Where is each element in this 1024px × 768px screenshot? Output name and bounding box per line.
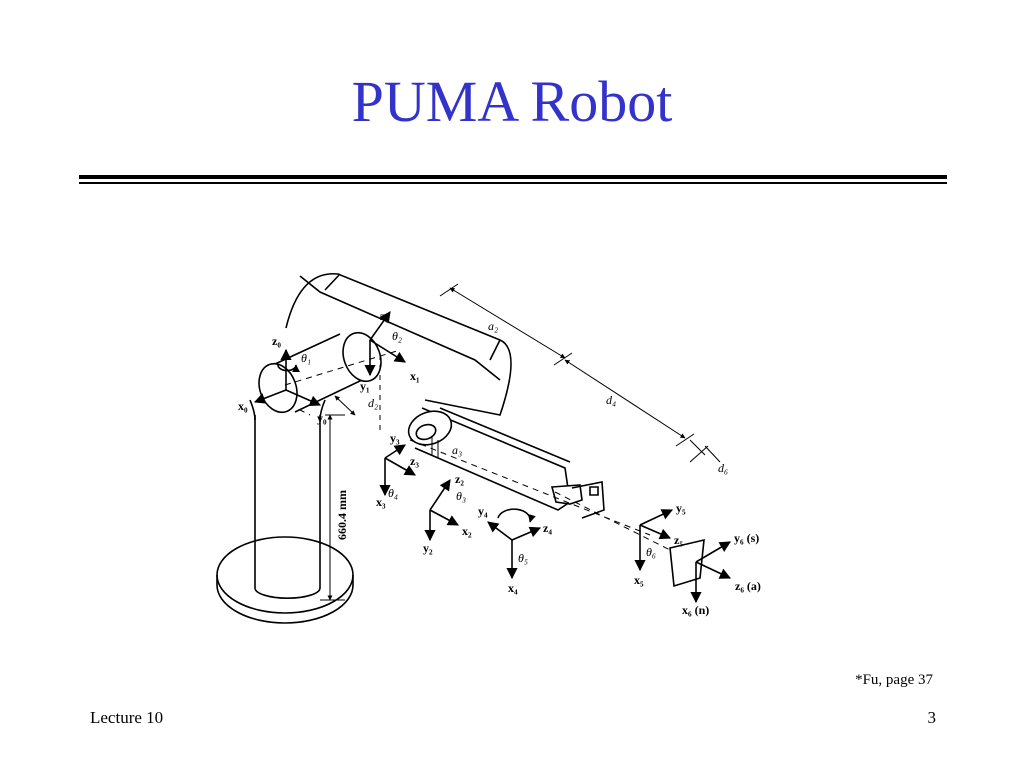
title-divider-thick [79, 175, 947, 179]
slide-title: PUMA Robot [351, 69, 673, 134]
puma-robot-diagram: z₀ x₀ y₀ θ₁ z₁ x₁ y₁ θ₂ z₂ x₂ y₂ θ₃ z₃ x… [200, 200, 820, 670]
coordinate-frames [253, 311, 732, 604]
footer-lecture: Lecture 10 [90, 708, 164, 727]
label-z6: z₆ (a) [735, 579, 761, 593]
label-theta4: θ₄ [388, 486, 398, 500]
page-number: 3 [927, 708, 937, 727]
label-z0: z₀ [272, 334, 281, 348]
label-a3: a₃ [452, 443, 462, 457]
label-a2: a₂ [488, 319, 498, 333]
label-x0: x₀ [238, 399, 248, 413]
label-z4: z₄ [543, 521, 552, 535]
label-x5: x₅ [634, 573, 644, 587]
label-y3: y₃ [390, 431, 400, 445]
label-y6: y₆ (s) [734, 531, 759, 545]
label-d4: d₄ [606, 393, 616, 407]
label-height: 660.4 mm [335, 490, 349, 540]
label-x6: x₆ (n) [682, 603, 709, 617]
label-y0: y₀ [317, 411, 327, 425]
label-x1: x₁ [410, 369, 420, 383]
title-divider-thin [79, 182, 947, 184]
label-y2: y₂ [423, 541, 433, 555]
label-z3: z₃ [410, 454, 419, 468]
label-theta2: θ₂ [392, 329, 402, 343]
label-x4: x₄ [508, 581, 518, 595]
label-d2: d₂ [368, 396, 378, 410]
label-theta5: θ₅ [518, 551, 528, 565]
label-x2: x₂ [462, 524, 472, 538]
label-z5: z₅ [674, 533, 683, 547]
label-z2: z₂ [455, 472, 464, 486]
figure-citation: *Fu, page 37 [855, 672, 933, 688]
label-theta1: θ₁ [301, 351, 311, 365]
label-y1: y₁ [360, 379, 370, 393]
label-y4: y₄ [478, 504, 488, 518]
label-d6: d₆ [718, 461, 728, 475]
label-x3: x₃ [376, 495, 386, 509]
label-z1: z₁ [380, 309, 389, 323]
label-theta6: θ₆ [646, 545, 656, 559]
diagram-labels: z₀ x₀ y₀ θ₁ z₁ x₁ y₁ θ₂ z₂ x₂ y₂ θ₃ z₃ x… [238, 309, 761, 617]
label-theta3: θ₃ [456, 489, 466, 503]
dimension-lines [284, 283, 721, 601]
label-y5: y₅ [676, 501, 686, 515]
